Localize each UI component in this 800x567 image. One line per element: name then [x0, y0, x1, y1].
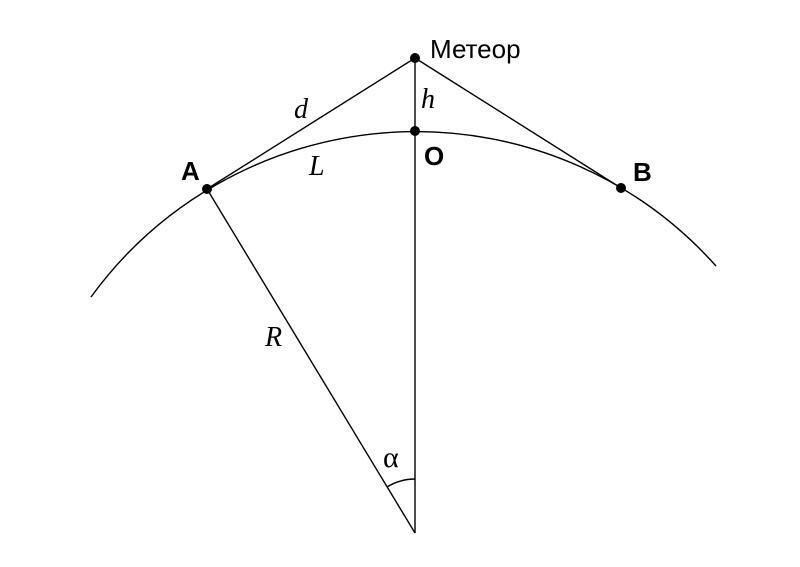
- point-a: [202, 184, 212, 194]
- label-segment-h: h: [421, 84, 435, 115]
- line-of-sight-d: [206, 57, 416, 190]
- label-angle-alpha: α: [383, 441, 399, 474]
- label-segment-d: d: [294, 94, 309, 125]
- angle-alpha-arc: [386, 478, 416, 488]
- point-meteor: [410, 53, 420, 63]
- radius-line-r: [206, 188, 416, 534]
- label-point-b: B: [633, 157, 652, 187]
- line-of-sight-b: [414, 57, 622, 189]
- earth-surface-arc: [90, 130, 717, 298]
- point-o: [410, 126, 420, 136]
- label-point-a: A: [181, 156, 200, 186]
- label-radius-r: R: [264, 322, 282, 353]
- label-arc-l: L: [308, 151, 325, 182]
- label-meteor: Метеор: [430, 34, 521, 64]
- point-b: [616, 183, 626, 193]
- label-point-o: O: [424, 141, 444, 171]
